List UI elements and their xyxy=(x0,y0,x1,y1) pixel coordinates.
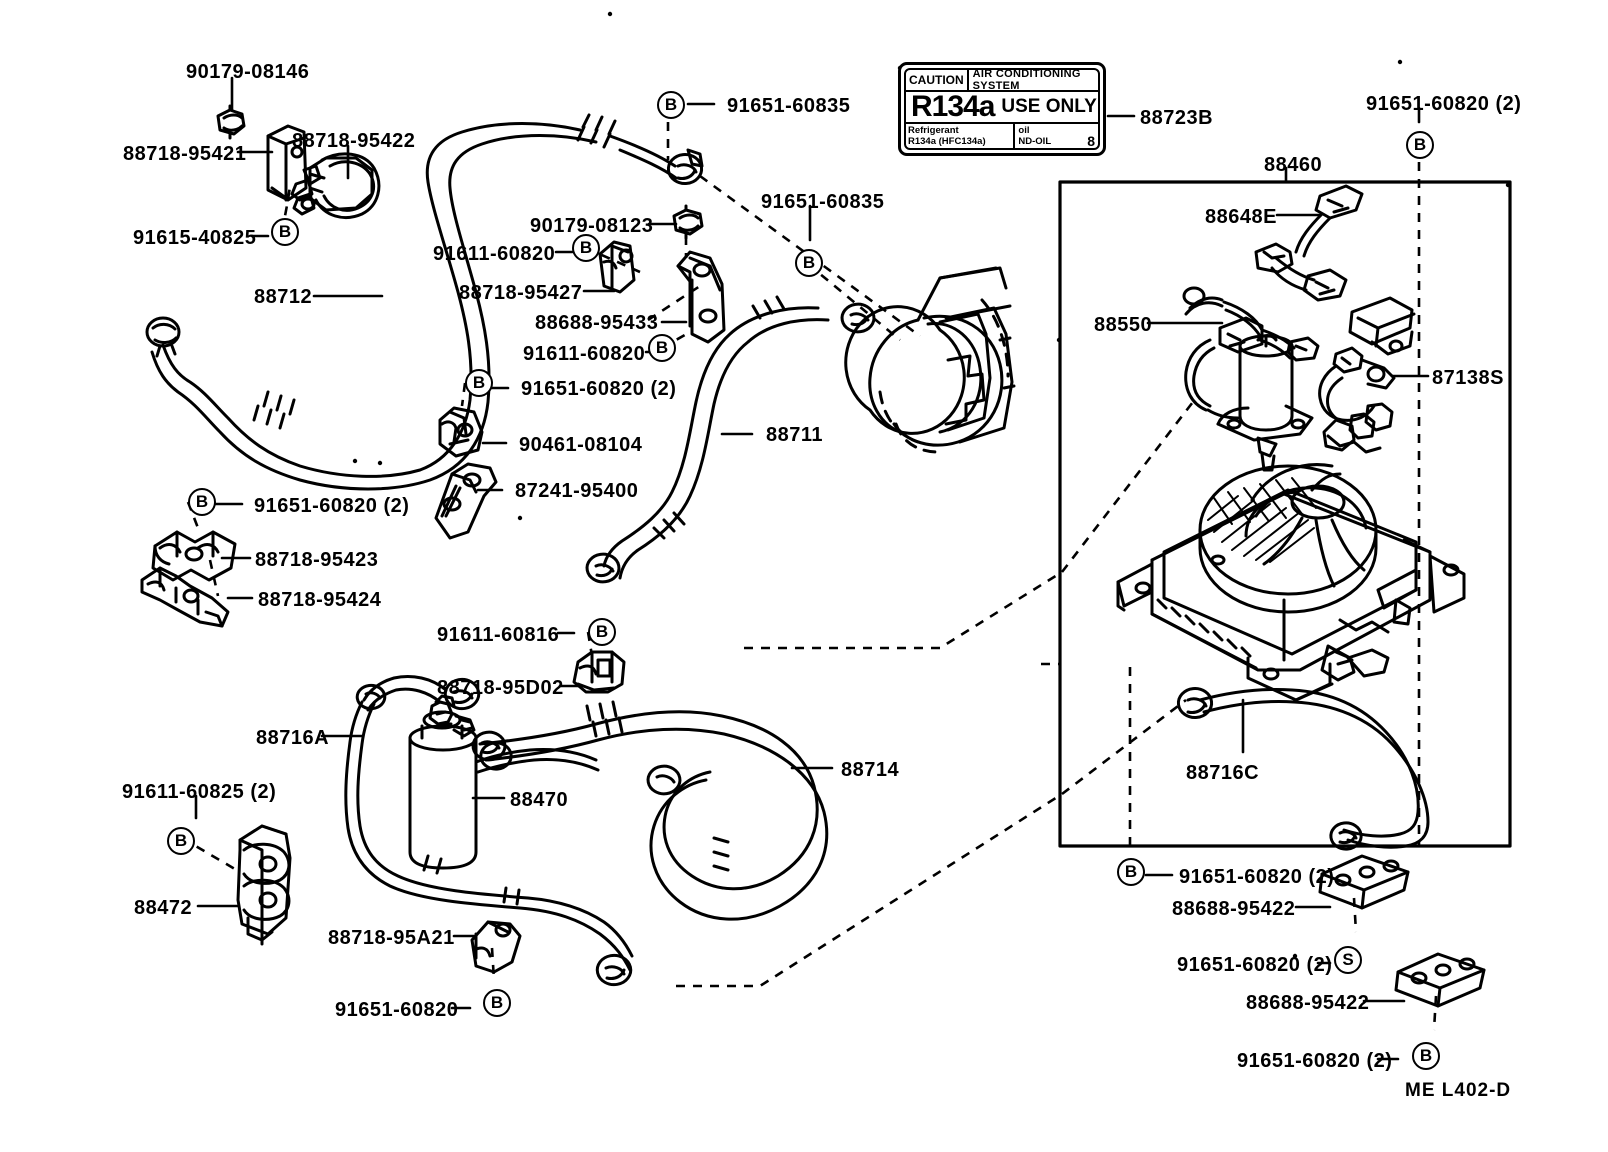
callout-91651-60820-2-: 91651-60820 (2) xyxy=(1237,1050,1393,1072)
bubble-marker-b-1: B xyxy=(271,218,299,246)
callout-91651-60820-2-: 91651-60820 (2) xyxy=(254,495,410,517)
callout-88714: 88714 xyxy=(841,759,900,781)
callout-87138s: 87138S xyxy=(1432,367,1504,389)
callout-91651-60835: 91651-60835 xyxy=(761,191,885,213)
callout-88472: 88472 xyxy=(134,897,193,919)
dash-assembly-upper xyxy=(744,570,1063,650)
refrigerant-spec-title: Refrigerant xyxy=(908,125,959,136)
bubble-marker-b-3: B xyxy=(648,334,676,362)
callout-88711: 88711 xyxy=(766,424,824,446)
oil-spec: oil ND-OIL 8 xyxy=(1015,124,1098,148)
dash-88688-95422-u xyxy=(1352,897,1358,933)
callout-88648e: 88648E xyxy=(1205,206,1277,228)
bubble-marker-b-7: B xyxy=(1406,131,1434,159)
callout-88718-95422: 88718-95422 xyxy=(292,130,416,152)
diagram-footer-code: ME L402-D xyxy=(1405,1080,1512,1101)
callout-90179-08146: 90179-08146 xyxy=(186,61,310,83)
dash-assembly-upper2 xyxy=(1060,397,1198,573)
oil-spec-title: oil xyxy=(1018,125,1030,136)
callout-88718-95421: 88718-95421 xyxy=(123,143,247,165)
refrigerant-type-large: R134a xyxy=(911,90,995,123)
callout-88718-95d02: 88718-95D02 xyxy=(437,677,564,699)
dash-91611-60825 xyxy=(181,836,241,874)
bubble-marker-b-11: B xyxy=(483,989,511,1017)
bubble-marker-b-2: B xyxy=(572,234,600,262)
bubble-marker-b-12: B xyxy=(1117,858,1145,886)
dash-91651-60820-a xyxy=(460,382,467,407)
callout-91651-60820-2-: 91651-60820 (2) xyxy=(1179,866,1335,888)
caution-label-plate: CAUTION AIR CONDITIONING SYSTEM R134a US… xyxy=(898,62,1106,156)
bubble-marker-b-5: B xyxy=(657,91,685,119)
oil-spec-value: ND-OIL xyxy=(1018,136,1052,147)
callout-91651-60835: 91651-60835 xyxy=(727,95,851,117)
callout-91611-60816: 91611-60816 xyxy=(437,624,560,646)
bubble-marker-b-6: B xyxy=(795,249,823,277)
dash-91615-40825 xyxy=(280,185,292,233)
callout-91651-60820-2-: 91651-60820 (2) xyxy=(1366,93,1522,115)
callout-90179-08123: 90179-08123 xyxy=(530,215,654,237)
dash-91651-60835-b xyxy=(807,262,901,342)
callout-88688-95433: 88688-95433 xyxy=(535,312,659,334)
bubble-marker-b-9: B xyxy=(588,618,616,646)
callout-91611-60825-2-: 91611-60825 (2) xyxy=(122,781,277,803)
callout-88550: 88550 xyxy=(1094,314,1153,336)
oil-grade: 8 xyxy=(1087,133,1095,149)
callout-88718-95a21: 88718-95A21 xyxy=(328,927,455,949)
bubble-marker-b-14: B xyxy=(1412,1042,1440,1070)
bubble-marker-s-13: S xyxy=(1334,946,1362,974)
use-only-text: USE ONLY xyxy=(1001,96,1097,117)
refrigerant-spec-value: R134a (HFC134a) xyxy=(908,136,986,147)
callout-91651-60820-2-: 91651-60820 (2) xyxy=(1177,954,1333,976)
callout-88716a: 88716A xyxy=(256,727,330,749)
callout-88688-95422: 88688-95422 xyxy=(1172,898,1296,920)
caution-system-text: AIR CONDITIONING SYSTEM xyxy=(972,68,1081,92)
callout-88712: 88712 xyxy=(254,286,313,308)
callout-88718-95423: 88718-95423 xyxy=(255,549,379,571)
callout-91615-40825: 91615-40825 xyxy=(133,227,257,249)
bubble-marker-b-4: B xyxy=(465,369,493,397)
bubble-marker-b-8: B xyxy=(188,488,216,516)
dash-88718-95A21 xyxy=(490,947,496,981)
bubble-marker-b-10: B xyxy=(167,827,195,855)
callout-91611-60820: 91611-60820 xyxy=(433,243,556,265)
refrigerant-spec: Refrigerant R134a (HFC134a) xyxy=(906,124,1016,148)
callout-88718-95424: 88718-95424 xyxy=(258,589,382,611)
callout-88688-95422: 88688-95422 xyxy=(1246,992,1370,1014)
callout-91651-60820-2-: 91651-60820 (2) xyxy=(521,378,677,400)
callout-90461-08104: 90461-08104 xyxy=(519,434,643,456)
dash-assembly-lower2 xyxy=(1061,698,1187,796)
dash-88688-95422-l xyxy=(1432,995,1438,1031)
callout-88716c: 88716C xyxy=(1186,762,1260,784)
callout-88723b: 88723B xyxy=(1140,107,1214,129)
callout-88718-95427: 88718-95427 xyxy=(459,282,583,304)
dash-88688-95433-up xyxy=(647,284,701,322)
dash-88718-95423 xyxy=(208,559,220,597)
callout-88460: 88460 xyxy=(1264,154,1323,176)
callout-91651-60820: 91651-60820 xyxy=(335,999,459,1021)
caution-word: CAUTION xyxy=(906,70,969,90)
callout-91611-60820: 91611-60820 xyxy=(523,343,646,365)
callout-88470: 88470 xyxy=(510,789,569,811)
registration-dots xyxy=(352,11,1511,959)
callout-87241-95400: 87241-95400 xyxy=(515,480,639,502)
